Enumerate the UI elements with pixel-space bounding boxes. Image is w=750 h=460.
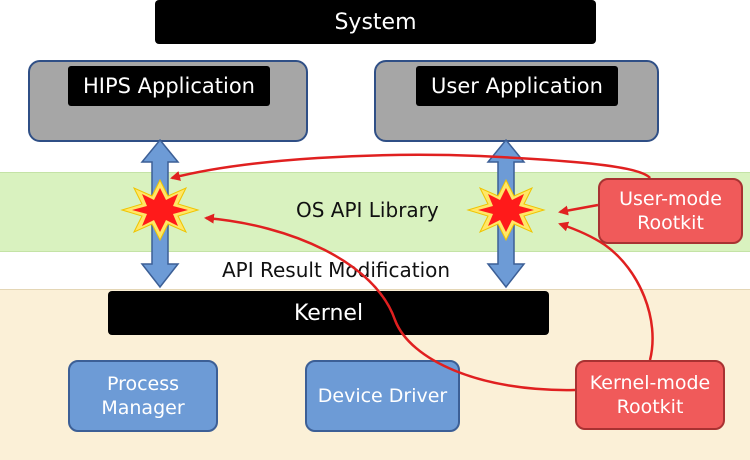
- kernel-rootkit-hook-to-user-api: [558, 221, 654, 361]
- kernel-rootkit-hook-to-hips-api: [204, 213, 576, 392]
- hook-burst-left-icon: [120, 178, 200, 242]
- device-driver-box: Device Driver: [305, 360, 460, 432]
- kernel-mode-rootkit-box: Kernel-mode Rootkit: [575, 360, 725, 430]
- kernel-mode-rootkit-line-2: Rootkit: [616, 396, 684, 418]
- kernel-bar: Kernel: [108, 291, 549, 335]
- device-driver-label: Device Driver: [317, 385, 448, 407]
- kernel-label: Kernel: [293, 300, 364, 326]
- api-result-modification-label: API Result Modification: [222, 258, 451, 282]
- process-manager-box: Process Manager: [68, 360, 218, 432]
- system-label: System: [334, 9, 417, 35]
- system-bar: System: [155, 0, 596, 44]
- process-manager-line-2: Manager: [101, 397, 185, 419]
- user-mode-rootkit-line-2: Rootkit: [637, 212, 704, 234]
- user-rootkit-hook-to-hips: [170, 153, 651, 181]
- user-mode-rootkit-line-1: User-mode: [619, 188, 722, 210]
- kernel-mode-rootkit-line-1: Kernel-mode: [589, 372, 711, 394]
- hook-burst-right-icon: [466, 178, 546, 242]
- process-manager-line-1: Process: [106, 373, 180, 395]
- os-api-library-label: OS API Library: [296, 198, 439, 222]
- hips-application-label: HIPS Application: [68, 66, 270, 106]
- user-mode-rootkit-box: User-mode Rootkit: [598, 178, 743, 244]
- user-application-label: User Application: [416, 66, 618, 106]
- user-rootkit-hook-to-user-api: [558, 203, 599, 216]
